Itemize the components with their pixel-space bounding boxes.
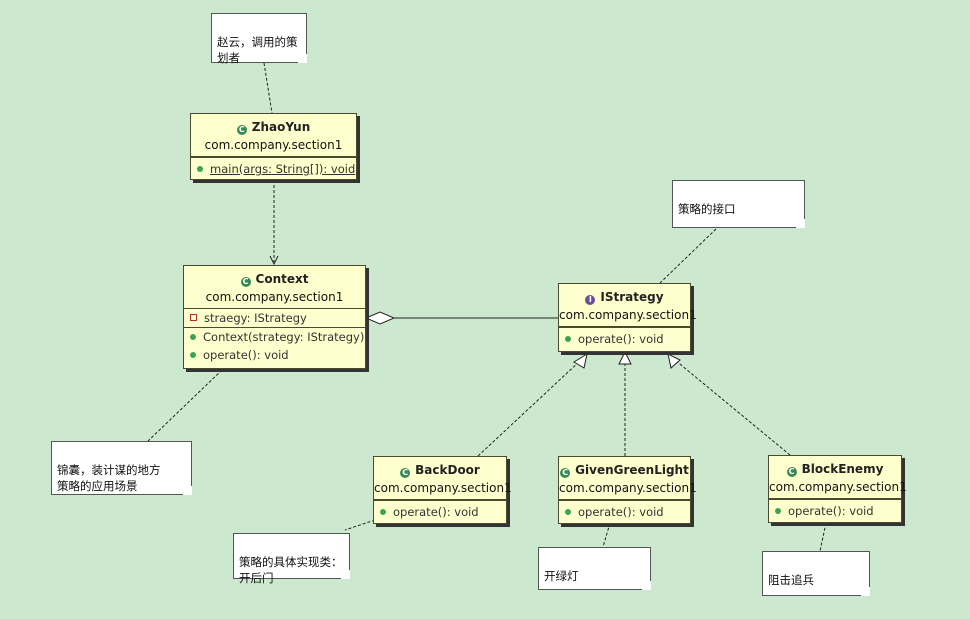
fields-compartment <box>559 327 690 330</box>
method-main[interactable]: main(args: String[]): void <box>191 160 356 178</box>
aggregation-diamond <box>364 311 396 325</box>
method-constructor[interactable]: Context(strategy: IStrategy) <box>184 328 365 346</box>
note-link-zhaoyun <box>263 62 273 114</box>
public-method-icon <box>565 509 571 515</box>
method-operate[interactable]: operate(): void <box>374 503 506 521</box>
class-package: com.company.section1 <box>769 480 907 494</box>
note-block-text: 阻击追兵 <box>768 573 814 587</box>
note-zhaoyun-text: 赵云，调用的策 划者 <box>217 35 298 65</box>
class-name: BlockEnemy <box>801 462 884 476</box>
note-link-green <box>602 522 611 548</box>
interface-istrategy[interactable]: I IStrategy com.company.section1 operate(… <box>558 283 697 352</box>
fields-compartment <box>559 500 690 503</box>
class-givengreenlight[interactable]: C GivenGreenLight com.company.section1 op… <box>558 456 697 524</box>
method-operate[interactable]: operate(): void <box>559 503 690 521</box>
class-zhaoyun-header: C ZhaoYun com.company.section1 <box>191 114 356 157</box>
note-link-impl <box>344 519 376 531</box>
note-link-interface <box>659 228 717 284</box>
class-name: IStrategy <box>600 290 664 304</box>
note-context-text: 锦囊，装计谋的地方 策略的应用场景 <box>57 463 161 493</box>
interface-icon: I <box>585 295 596 305</box>
class-package: com.company.section1 <box>559 481 697 495</box>
class-context-header: C Context com.company.section1 <box>184 266 365 309</box>
note-green-text: 开绿灯 <box>544 569 579 583</box>
class-package: com.company.section1 <box>204 138 343 152</box>
public-method-icon <box>565 336 571 342</box>
note-green: 开绿灯 <box>538 547 651 590</box>
method-operate[interactable]: operate(): void <box>184 346 365 364</box>
dependency-arrowhead <box>269 255 279 266</box>
fields-compartment <box>191 157 356 160</box>
class-icon: C <box>560 468 571 478</box>
public-method-icon <box>197 166 203 172</box>
private-field-icon <box>190 314 197 321</box>
method-operate[interactable]: operate(): void <box>769 502 901 520</box>
class-name: ZhaoYun <box>251 120 311 134</box>
public-method-icon <box>380 509 386 515</box>
public-method-icon <box>190 352 196 358</box>
class-name: Context <box>255 272 309 286</box>
note-block: 阻击追兵 <box>762 551 870 596</box>
class-givengreenlight-header: C GivenGreenLight com.company.section1 <box>559 457 697 500</box>
note-interface: 策略的接口 <box>672 180 805 228</box>
note-impl-text: 策略的具体实现类： 开后门 <box>239 555 343 585</box>
class-icon: C <box>236 125 247 135</box>
realization-blockenemy <box>674 359 791 456</box>
class-icon: C <box>786 467 797 477</box>
note-link-context <box>147 369 223 442</box>
note-zhaoyun: 赵云，调用的策 划者 <box>211 13 307 65</box>
note-interface-text: 策略的接口 <box>678 202 736 216</box>
fields-compartment <box>769 499 901 502</box>
class-icon: C <box>400 468 411 478</box>
class-package: com.company.section1 <box>374 481 512 495</box>
class-package: com.company.section1 <box>205 290 344 304</box>
class-name: GivenGreenLight <box>575 463 689 477</box>
realization-triangle-green <box>618 350 632 365</box>
class-icon: C <box>240 277 251 287</box>
public-method-icon <box>775 508 781 514</box>
class-backdoor[interactable]: C BackDoor com.company.section1 operate()… <box>373 456 512 524</box>
note-context: 锦囊，装计谋的地方 策略的应用场景 <box>51 441 192 495</box>
class-context[interactable]: C Context com.company.section1 straegy: I… <box>183 265 366 369</box>
class-name: BackDoor <box>415 463 480 477</box>
class-blockenemy-header: C BlockEnemy com.company.section1 <box>769 456 907 499</box>
interface-istrategy-header: I IStrategy com.company.section1 <box>559 284 697 327</box>
class-blockenemy[interactable]: C BlockEnemy com.company.section1 operate… <box>768 455 907 523</box>
note-impl: 策略的具体实现类： 开后门 <box>233 533 350 585</box>
field-straegy[interactable]: straegy: IStrategy <box>184 309 365 328</box>
class-backdoor-header: C BackDoor com.company.section1 <box>374 457 512 500</box>
realization-triangle-block <box>667 353 681 369</box>
class-zhaoyun[interactable]: C ZhaoYun com.company.section1 main(args:… <box>190 113 357 180</box>
class-package: com.company.section1 <box>559 308 697 322</box>
realization-backdoor <box>477 359 582 457</box>
note-link-block <box>819 522 827 552</box>
fields-compartment <box>374 500 506 503</box>
method-operate[interactable]: operate(): void <box>559 330 690 348</box>
constructor-icon <box>190 334 196 340</box>
realization-triangle-backdoor <box>573 352 588 369</box>
